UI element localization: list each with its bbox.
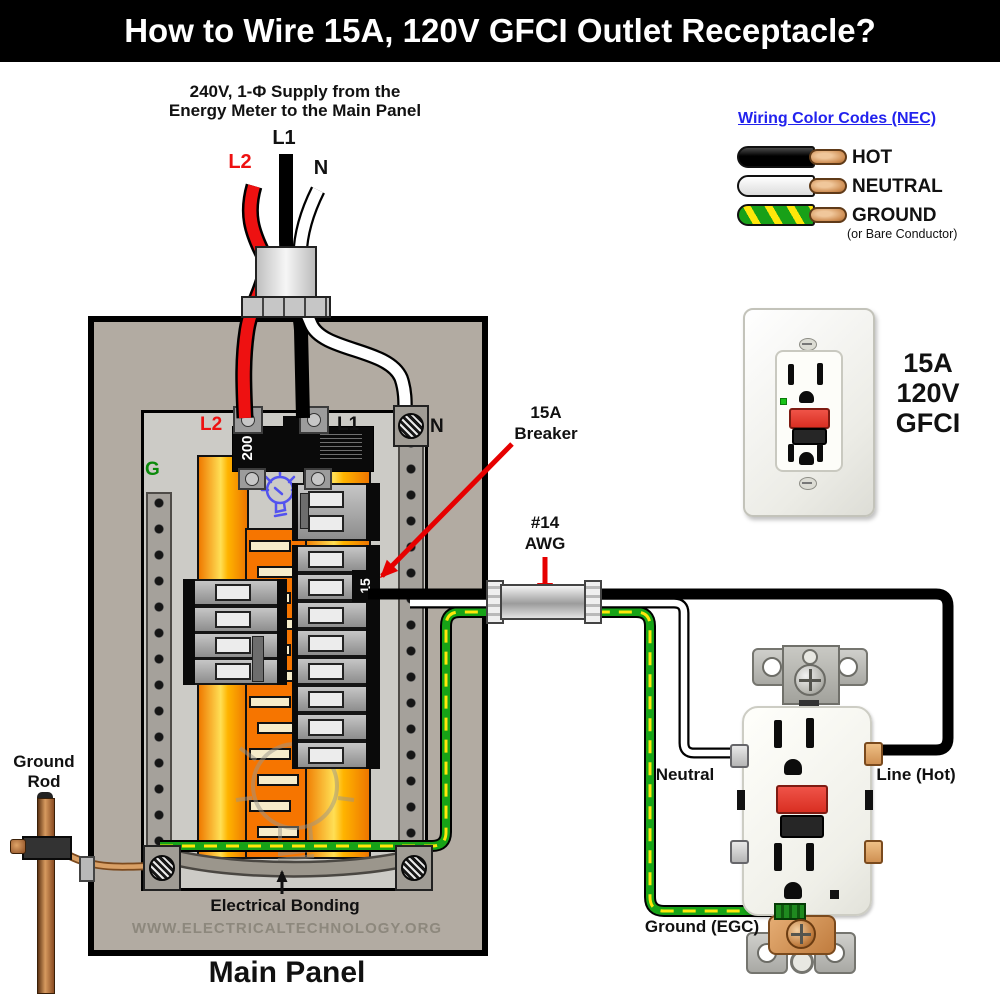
main-breaker-rating: 200 <box>239 435 256 461</box>
legend-ground-label: GROUND <box>852 205 937 226</box>
gfci-caption-type: GFCI <box>895 408 961 438</box>
panel-label-n: N <box>430 416 444 437</box>
legend-neutral-label: NEUTRAL <box>852 176 943 197</box>
gfci-caption: 15A 120V GFCI <box>878 348 978 438</box>
breaker <box>292 713 380 741</box>
awg-callout-line1: #14 <box>530 513 560 532</box>
service-conduit <box>255 246 317 302</box>
breaker <box>292 741 380 769</box>
gfci-reset-button-bottom[interactable] <box>780 815 824 838</box>
branch-conduit-cap-right <box>584 580 602 624</box>
line-hot-callout: Line (Hot) <box>876 765 956 784</box>
breaker <box>183 606 287 633</box>
main-panel-label: Main Panel <box>208 956 366 989</box>
ground-terminal <box>774 903 806 920</box>
service-conduit-flange <box>241 296 331 318</box>
breaker <box>183 632 287 659</box>
double-pole-breaker <box>292 483 380 541</box>
supply-note-line1: 240V, 1-Φ Supply from the <box>189 82 401 101</box>
bonding-label: Electrical Bonding <box>210 896 360 915</box>
gfci-drain-hole <box>830 890 839 899</box>
ground-wire-sample <box>737 204 847 226</box>
hot-terminal-screw <box>864 840 883 864</box>
neutral-callout: Neutral <box>655 765 715 784</box>
panel-label-g: G <box>145 459 160 480</box>
hot-terminal-screw <box>864 742 883 766</box>
wall-fitting <box>79 856 95 882</box>
ground-bus-bar <box>146 492 172 880</box>
legend-hot-label: HOT <box>852 147 893 168</box>
hot-wire-sample <box>737 146 847 168</box>
bonding-terminal-left <box>143 845 181 891</box>
gfci-mounting-screw <box>794 664 826 696</box>
branch-conduit <box>500 584 588 620</box>
ground-rod-callout-line1: Ground <box>13 752 75 771</box>
bonding-terminal-right <box>395 845 433 891</box>
panel-label-l1: L1 <box>337 414 360 435</box>
ground-rod-clamp <box>22 836 72 860</box>
breaker-callout: 15A Breaker <box>500 402 592 444</box>
title-bar: How to Wire 15A, 120V GFCI Outlet Recept… <box>0 0 1000 62</box>
breaker-callout-line2: Breaker <box>514 424 578 443</box>
main-breaker-label-sticker <box>320 434 362 462</box>
ground-egc-callout: Ground (EGC) <box>644 917 760 936</box>
ground-wire-insulation <box>737 204 815 226</box>
breaker <box>292 629 380 657</box>
supply-note: 240V, 1-Φ Supply from the Energy Meter t… <box>145 82 445 120</box>
gfci-reset-button[interactable] <box>792 428 827 445</box>
breakoff-tab <box>865 790 873 810</box>
awg-callout: #14 AWG <box>508 512 582 554</box>
breaker <box>292 601 380 629</box>
label-l1: L1 <box>272 127 296 149</box>
neutral-wire-core <box>809 178 847 194</box>
neutral-wire-insulation <box>737 175 815 197</box>
gfci-caption-amps: 15A <box>903 348 953 378</box>
breaker <box>292 685 380 713</box>
hot-wire-core <box>809 149 847 165</box>
breaker <box>292 545 380 573</box>
breakoff-tab <box>737 790 745 810</box>
gfci-test-button-bottom[interactable] <box>776 785 828 814</box>
neutral-terminal-screw <box>730 840 749 864</box>
ground-wire-core <box>809 207 847 223</box>
gfci-caption-volts: 120V <box>896 378 960 408</box>
label-l2: L2 <box>228 151 252 173</box>
supply-note-line2: Energy Meter to the Main Panel <box>168 101 422 120</box>
breaker <box>183 579 287 606</box>
breaker <box>183 658 287 685</box>
ground-strap-screw <box>786 919 816 949</box>
gfci-test-button[interactable] <box>789 408 830 429</box>
ground-rod-callout-line2: Rod <box>27 772 61 791</box>
page-title: How to Wire 15A, 120V GFCI Outlet Recept… <box>124 12 876 49</box>
ground-rod-callout: Ground Rod <box>6 752 82 792</box>
neutral-bus-bar <box>398 442 424 858</box>
awg-callout-line2: AWG <box>524 534 566 553</box>
light-bulb-doodle <box>260 467 300 518</box>
watermark-text: WWW.ELECTRICALTECHNOLOGY.ORG <box>131 920 443 937</box>
ground-rod <box>37 798 55 994</box>
legend-ground-note: (or Bare Conductor) <box>847 227 958 241</box>
breaker-15a-rating: 15 <box>357 578 373 594</box>
breaker-callout-line1: 15A <box>530 403 562 422</box>
breaker <box>292 657 380 685</box>
wiring-color-codes-link[interactable]: Wiring Color Codes (NEC) <box>738 110 937 127</box>
main-breaker-tab <box>283 416 299 428</box>
neutral-main-lug <box>393 405 429 447</box>
label-n: N <box>313 157 329 179</box>
gfci-strap-hole <box>802 649 818 665</box>
neutral-wire-sample <box>737 175 847 197</box>
panel-label-l2: L2 <box>200 414 223 435</box>
hot-wire-insulation <box>737 146 815 168</box>
gfci-indicator-led <box>780 398 787 405</box>
ground-clamp-bolt <box>10 839 26 854</box>
ground-rod-tip <box>37 792 53 802</box>
